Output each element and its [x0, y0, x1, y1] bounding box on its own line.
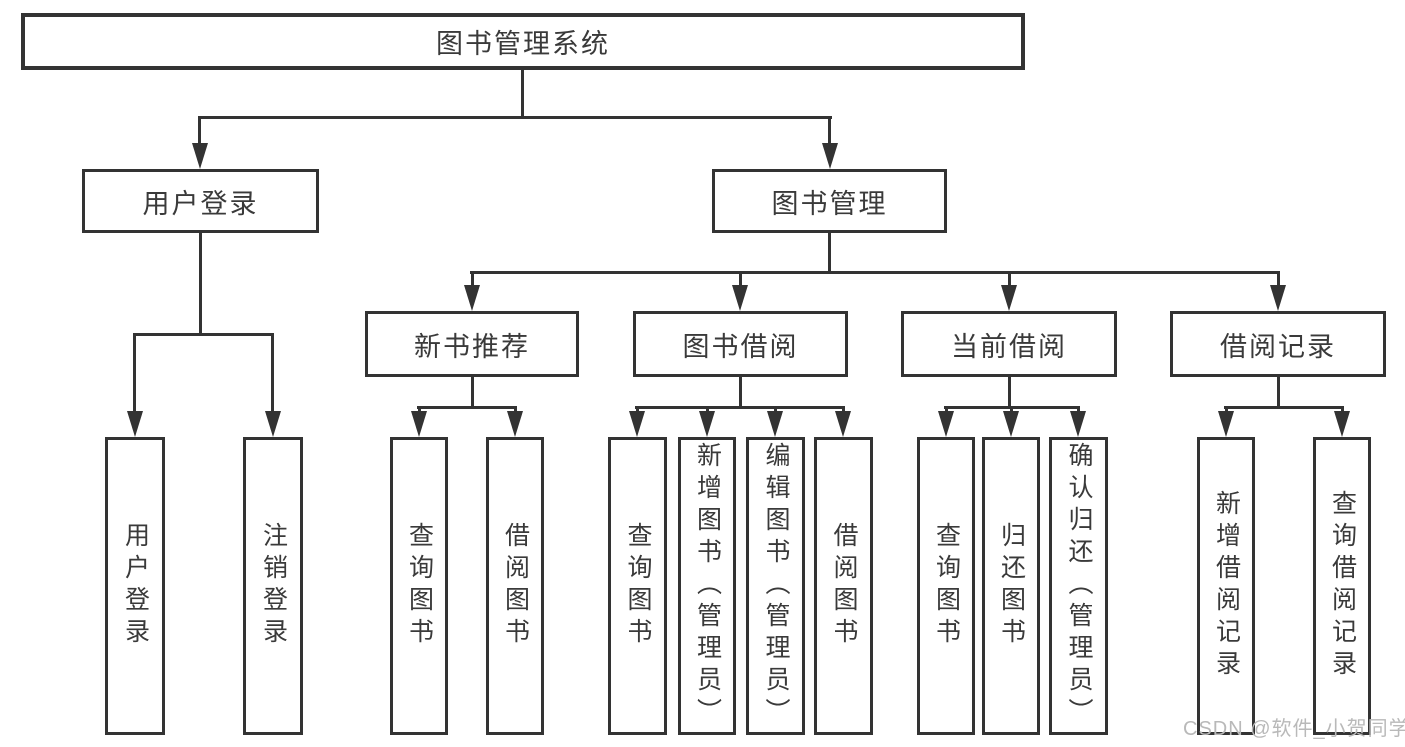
connector-root-stem [521, 69, 524, 118]
connector-l3-rail [470, 271, 1280, 274]
connector-drop-book-borrow [739, 273, 742, 287]
leaf-query-books-borrowing: 查询图书 [608, 437, 667, 735]
connector-borrow-records-rail [1224, 406, 1344, 409]
connector-leaf-drop [842, 408, 845, 413]
arrow-down-icon [699, 411, 715, 437]
node-current-borrowing: 当前借阅 [901, 311, 1117, 377]
connector-leaf-drop [1341, 408, 1344, 413]
leaf-label: 新增借阅记录 [1212, 490, 1241, 682]
connector-leaf-drop [1077, 408, 1080, 413]
leaf-label: 借阅图书 [501, 522, 530, 650]
connector-leaf-drop [945, 408, 948, 413]
leaf-logout: 注销登录 [243, 437, 303, 735]
connector-leaf-drop [1010, 408, 1013, 413]
node-book-management: 图书管理 [712, 169, 947, 233]
connector-leaf-drop [1225, 408, 1228, 413]
arrow-down-icon [835, 411, 851, 437]
leaf-label: 确认归还（管理员） [1065, 442, 1093, 730]
arrow-down-icon [732, 285, 748, 311]
leaf-query-borrow-record: 查询借阅记录 [1313, 437, 1371, 735]
connector-drop-logout-leaf [271, 335, 274, 411]
leaf-label: 查询图书 [624, 522, 652, 650]
arrow-down-icon [192, 143, 208, 169]
connector-leaf-drop [418, 408, 421, 413]
connector-new-book-stem [471, 377, 474, 406]
connector-drop-borrow-records [1277, 273, 1280, 287]
connector-user-login-stem [199, 233, 202, 333]
arrow-down-icon [265, 411, 281, 437]
arrow-down-icon [1334, 411, 1350, 437]
leaf-confirm-return-admin: 确认归还（管理员） [1049, 437, 1108, 735]
csdn-watermark: CSDN @软件_小贺同学 [1183, 718, 1405, 740]
leaf-add-books-admin: 新增图书（管理员） [678, 437, 736, 735]
leaf-return-books: 归还图书 [982, 437, 1040, 735]
node-user-login: 用户登录 [82, 169, 319, 233]
arrow-down-icon [127, 411, 143, 437]
leaf-user-login: 用户登录 [105, 437, 165, 735]
arrow-down-icon [767, 411, 783, 437]
arrow-down-icon [1001, 285, 1017, 311]
connector-current-borrow-rail [944, 406, 1080, 409]
node-new-book-recommend: 新书推荐 [365, 311, 579, 377]
node-book-borrowing: 图书借阅 [633, 311, 848, 377]
leaf-borrow-books-recommend: 借阅图书 [486, 437, 544, 735]
connector-user-login-rail [133, 333, 274, 336]
connector-new-book-rail [417, 406, 517, 409]
arrow-down-icon [1003, 411, 1019, 437]
connector-drop-book-mgmt [828, 118, 831, 145]
connector-l2-rail [198, 116, 832, 119]
arrow-down-icon [1270, 285, 1286, 311]
connector-leaf-drop [514, 408, 517, 413]
arrow-down-icon [1070, 411, 1086, 437]
arrow-down-icon [464, 285, 480, 311]
leaf-query-books-current: 查询图书 [917, 437, 975, 735]
node-borrowing-records: 借阅记录 [1170, 311, 1386, 377]
leaf-label: 编辑图书（管理员） [762, 442, 790, 730]
node-library-system: 图书管理系统 [21, 13, 1025, 70]
arrow-down-icon [1218, 411, 1234, 437]
arrow-down-icon [629, 411, 645, 437]
connector-drop-login-leaf [133, 335, 136, 411]
arrow-down-icon [507, 411, 523, 437]
connector-leaf-drop [774, 408, 777, 413]
connector-drop-user-login [198, 118, 201, 145]
connector-book-borrow-rail [635, 406, 845, 409]
connector-drop-current-borrow [1008, 273, 1011, 287]
connector-drop-new-book [471, 273, 474, 287]
arrow-down-icon [822, 143, 838, 169]
leaf-label: 查询图书 [932, 522, 961, 650]
arrow-down-icon [411, 411, 427, 437]
connector-leaf-drop [636, 408, 639, 413]
leaf-add-borrow-record: 新增借阅记录 [1197, 437, 1255, 735]
leaf-borrow-books: 借阅图书 [814, 437, 873, 735]
arrow-down-icon [938, 411, 954, 437]
leaf-label: 查询图书 [405, 522, 434, 650]
connector-book-mgmt-stem [828, 233, 831, 271]
leaf-query-books-recommend: 查询图书 [390, 437, 448, 735]
connector-leaf-drop [706, 408, 709, 413]
leaf-label: 查询借阅记录 [1328, 490, 1357, 682]
leaf-label: 用户登录 [121, 522, 150, 650]
connector-current-borrow-stem [1008, 377, 1011, 406]
connector-book-borrow-stem [739, 377, 742, 406]
leaf-label: 新增图书（管理员） [693, 442, 722, 730]
leaf-edit-books-admin: 编辑图书（管理员） [746, 437, 805, 735]
leaf-label: 借阅图书 [830, 522, 858, 650]
leaf-label: 注销登录 [259, 522, 288, 650]
connector-borrow-records-stem [1277, 377, 1280, 406]
leaf-label: 归还图书 [997, 522, 1026, 650]
